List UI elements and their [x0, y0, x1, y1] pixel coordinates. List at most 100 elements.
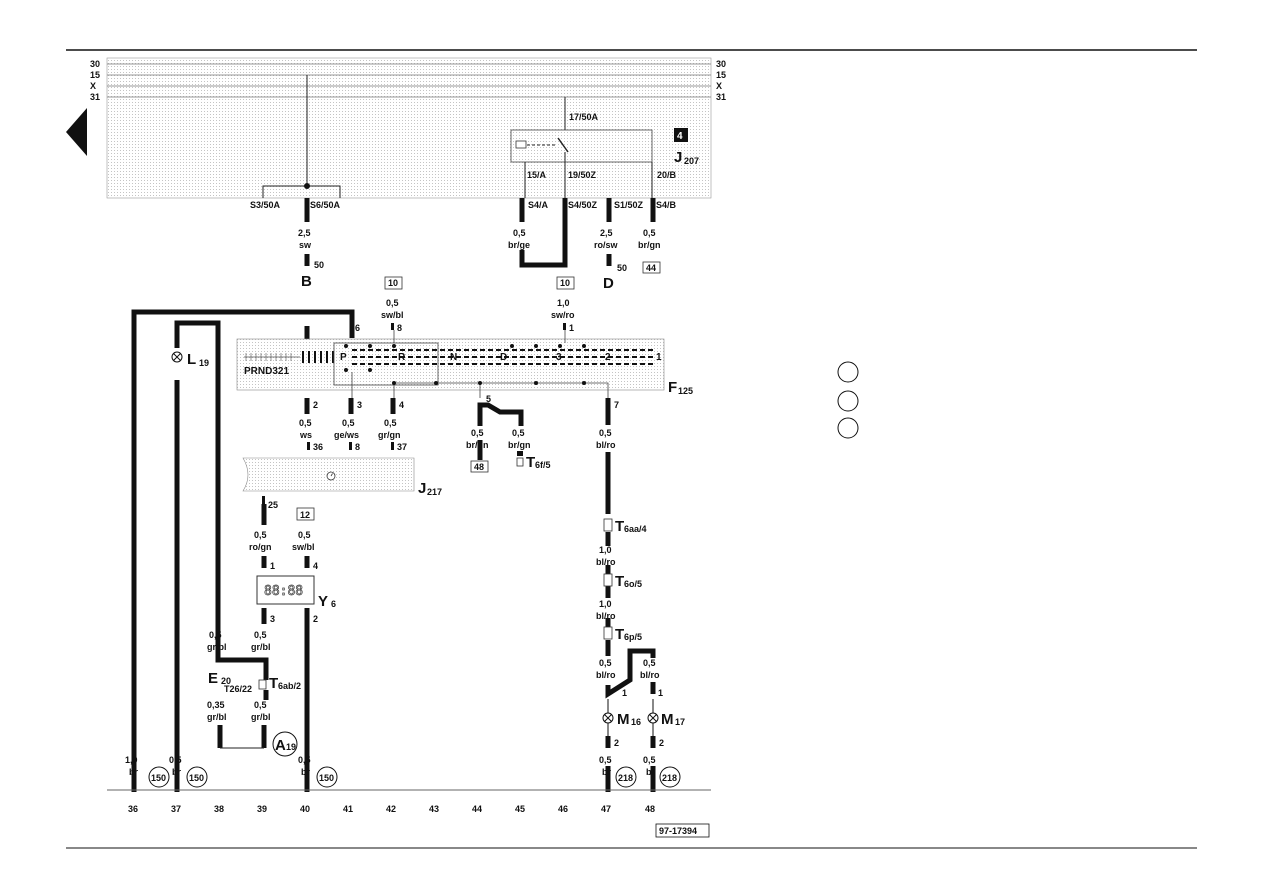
track-36: 36 [128, 804, 138, 814]
ref-box-48[interactable] [470, 460, 489, 473]
w37-color: br [172, 767, 181, 777]
b-wire-size: 2,5 [298, 228, 311, 238]
f125-pin-1: 1 [569, 323, 574, 333]
ground-ring-150-a[interactable] [148, 766, 170, 788]
ref-box-10-right[interactable] [556, 276, 575, 290]
track-43: 43 [429, 804, 439, 814]
terminal-s6-50a: S6/50A [310, 200, 341, 210]
w47-size: 0,5 [599, 755, 612, 765]
y6-pin-4: 4 [313, 561, 318, 571]
relay-coil-icon [515, 140, 527, 149]
switch-internal-links [333, 330, 609, 400]
y6-pin-3: 3 [270, 614, 275, 624]
f125-sub: 125 [678, 386, 693, 396]
m17-pin-2: 2 [659, 738, 664, 748]
swbl-y6-wire-size: 0,5 [298, 530, 311, 540]
t6ab-sub: 6ab/2 [278, 681, 301, 691]
switch-junction-dots [344, 344, 586, 385]
blro2-wire-color: bl/ro [596, 611, 616, 621]
ref-box-12[interactable] [296, 507, 315, 521]
track-46: 46 [558, 804, 568, 814]
t6p-name: T [615, 626, 624, 643]
f125-pin-3: 3 [357, 400, 362, 410]
grbl4-wire-color: gr/bl [251, 712, 271, 722]
grbl1-wire-color: gr/bl [207, 642, 227, 652]
terminal-s3-50a: S3/50A [250, 200, 281, 210]
ground-ring-150-c[interactable] [316, 766, 338, 788]
connector-t6f-icon [516, 457, 524, 467]
j217-pin-36: 36 [313, 442, 323, 452]
lamp-cross-2 [173, 353, 181, 361]
connector-b-label: B [301, 273, 312, 290]
rail-label-30-right: 30 [716, 59, 726, 69]
ref-48-label: 48 [474, 462, 484, 472]
y6-sub: 6 [331, 599, 336, 609]
y6-name: Y [318, 593, 328, 610]
ring-marker-1[interactable] [837, 361, 859, 383]
panel-internal-wiring [262, 75, 653, 198]
w47-color: br [602, 767, 611, 777]
blro-wire-size: 0,5 [599, 428, 612, 438]
swro-wire-color: sw/ro [551, 310, 575, 320]
junction-dot [304, 183, 310, 189]
figure-id-box [655, 823, 710, 838]
ref-44-label: 44 [646, 263, 656, 273]
j217-pin-37: 37 [397, 442, 407, 452]
m17-sub: 17 [675, 717, 685, 727]
f125-pin-5: 5 [486, 394, 491, 404]
t6ab-name: T [269, 675, 278, 692]
pin-stub [307, 442, 310, 450]
ref-10-left-label: 10 [388, 278, 398, 288]
ref-box-44[interactable] [642, 261, 661, 274]
swbl-wire-size: 0,5 [386, 298, 399, 308]
grbl1-wire-size: 0,5 [209, 630, 222, 640]
f125-pin-2: 2 [313, 400, 318, 410]
e20-name: E [208, 670, 218, 687]
ground-ring-218-a[interactable] [615, 766, 637, 788]
ground-ring-150-b[interactable] [186, 766, 208, 788]
m16-wire-size: 0,5 [599, 658, 612, 668]
t6f-name: T [526, 454, 535, 471]
grbl3-wire-size: 0,35 [207, 700, 225, 710]
track-47: 47 [601, 804, 611, 814]
f125-pin-7: 7 [614, 400, 619, 410]
m16-pin-2: 2 [614, 738, 619, 748]
ring-marker-2[interactable] [837, 390, 859, 412]
ref-box-10-left[interactable] [384, 276, 403, 290]
w37-size: 0,5 [169, 755, 182, 765]
back-arrow-icon[interactable] [66, 108, 87, 156]
rail-label-31-right: 31 [716, 92, 726, 102]
lower-left-wires [217, 690, 269, 748]
track-45: 45 [515, 804, 525, 814]
f125-lower-wires [304, 398, 611, 514]
bulb-cross [649, 714, 657, 722]
pin-stub [517, 451, 523, 456]
track-48: 48 [645, 804, 655, 814]
ring-marker-3[interactable] [837, 417, 859, 439]
grbl3-wire-color: gr/bl [207, 712, 227, 722]
selector-scale-ticks [245, 353, 292, 361]
gews-wire-size: 0,5 [342, 418, 355, 428]
connector-t6aa-icon [603, 518, 613, 532]
track-40: 40 [300, 804, 310, 814]
grbl4-wire-size: 0,5 [254, 700, 267, 710]
selector-pos-3: 3 [556, 352, 562, 363]
j217-name: J [418, 480, 426, 497]
grbl2-wire-size: 0,5 [254, 630, 267, 640]
rail-label-31-left: 31 [90, 92, 100, 102]
rogn-wire-size: 0,5 [254, 530, 267, 540]
j217-pin-8: 8 [355, 442, 360, 452]
fuse-relay-panel [106, 57, 712, 199]
selector-pos-1: 1 [656, 352, 662, 363]
w48-color: br [646, 767, 655, 777]
y6-wires [261, 504, 310, 792]
ground-150-c-label: 150 [319, 773, 334, 783]
pin-19-50z: 19/50Z [568, 170, 597, 180]
clock-hand [330, 473, 333, 477]
blro1-wire-size: 1,0 [599, 545, 612, 555]
brgn-wire-color: br/gn [638, 240, 661, 250]
ground-ring-218-b[interactable] [659, 766, 681, 788]
t6aa-name: T [615, 518, 624, 535]
m17-name: M [661, 711, 674, 728]
blro-wire-color: bl/ro [596, 440, 616, 450]
